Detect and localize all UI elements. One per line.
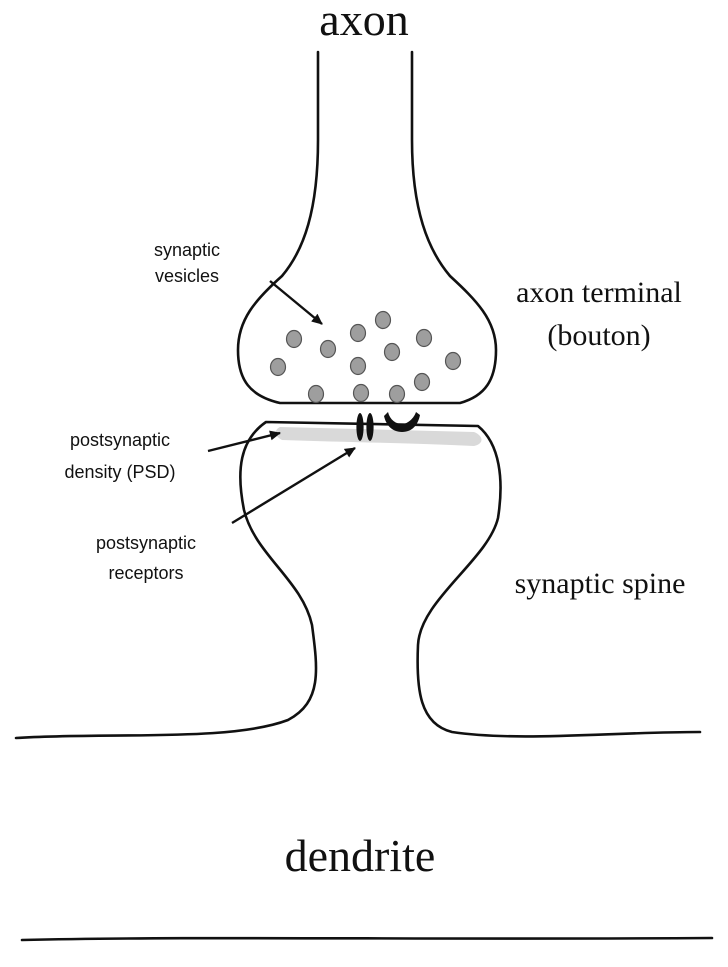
receptors-arrow [231,446,356,525]
vesicle [285,329,303,349]
vesicle [352,383,370,403]
receptor [384,412,420,432]
axon-terminal-label: axon terminal [516,276,682,309]
vesicle [444,351,462,371]
dendrite-label: dendrite [285,830,436,881]
spine-outline [14,420,702,740]
psd-label-line2: density (PSD) [64,462,175,482]
vesicle [383,342,401,362]
receptor [366,413,374,441]
dendrite-lower-membrane [20,936,714,942]
vesicle [374,310,392,330]
vesicle [413,372,431,392]
axon-label: axon [319,0,408,45]
psd-label-line1: postsynaptic [70,430,170,450]
receptor [356,413,364,441]
vesicle [349,356,367,376]
postsynaptic-receptors [356,412,420,441]
synaptic-vesicles-label-line1: synaptic [154,240,220,260]
vesicle [319,339,337,359]
receptors-label-line1: postsynaptic [96,533,196,553]
postsynaptic-density [275,427,482,446]
vesicle [349,323,367,343]
vesicles-arrow [269,280,323,325]
receptors-label-line2: receptors [108,563,183,583]
vesicle [415,328,433,348]
vesicle [307,384,325,404]
bouton-label: (bouton) [547,319,650,352]
vesicle [388,384,406,404]
vesicle [269,357,287,377]
psd-arrow [207,430,281,453]
synaptic-vesicles [269,310,462,404]
synaptic-vesicles-label-line2: vesicles [155,266,219,286]
axon-terminal-outline [236,50,498,405]
synaptic-spine-label: synaptic spine [515,567,686,600]
